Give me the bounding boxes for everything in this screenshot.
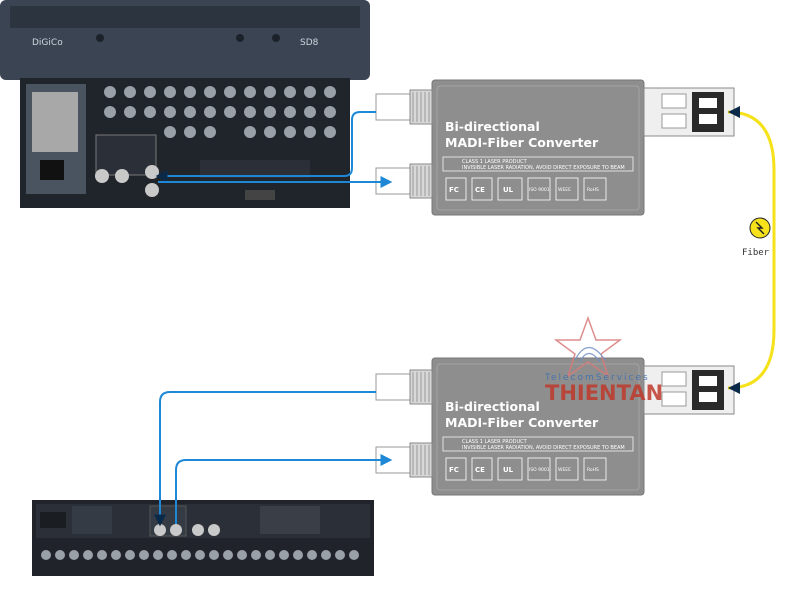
cert-ce-mark-bottom: CE — [475, 466, 485, 474]
console-brand-left: DiGiCo — [32, 38, 63, 48]
converter-top-bnc-upper — [375, 89, 433, 125]
cert-ce-mark: CE — [475, 186, 485, 194]
cert-weee-mark: WEEE — [558, 187, 571, 193]
cert-rohs-mark: RoHS — [587, 187, 599, 193]
converter-top: Bi-directional MADI-Fiber Converter CLAS… — [375, 79, 735, 216]
converter-bottom-warning-line1: CLASS 1 LASER PRODUCT — [462, 439, 528, 445]
console-bnc-ports — [95, 165, 159, 197]
cert-ul-mark-bottom: UL — [503, 466, 514, 474]
madi-cables-bottom — [154, 391, 393, 527]
converter-top-warning-line2: INVISIBLE LASER RADIATION, AVOID DIRECT … — [462, 165, 625, 171]
watermark-big-text: THIENTAN — [545, 381, 663, 405]
cert-iso-mark: ISO 9001 — [529, 187, 550, 193]
converter-bottom-fiber-port — [643, 365, 735, 415]
converter-top-warning-line1: CLASS 1 LASER PRODUCT — [462, 159, 528, 165]
converter-top-title-line1: Bi-directional — [445, 119, 540, 134]
converter-top-title-line2: MADI-Fiber Converter — [445, 135, 599, 150]
watermark-small-text: TelecomServices — [544, 373, 650, 383]
cert-fc-mark-bottom: FC — [449, 466, 459, 474]
rack-xlr-row — [41, 550, 359, 560]
thientan-watermark: TelecomServices THIENTAN — [544, 315, 663, 405]
xlr-connector-grid — [104, 86, 336, 138]
console-brand-right: SD8 — [300, 38, 319, 48]
fiber-arrow-bottom-icon — [728, 382, 740, 394]
cert-iso-mark-bottom: ISO 9001 — [529, 467, 550, 473]
rack-bnc-ports — [154, 524, 220, 536]
cert-fc-mark: FC — [449, 186, 459, 194]
stage-rack — [32, 500, 374, 576]
watermark-star-icon — [553, 315, 623, 378]
fiber-arrow-top-icon — [728, 106, 740, 118]
converter-bottom-title-line1: Bi-directional — [445, 399, 540, 414]
fiber-label: Fiber — [742, 248, 770, 258]
converter-bottom-warning-line2: INVISIBLE LASER RADIATION, AVOID DIRECT … — [462, 445, 625, 451]
cert-weee-mark-bottom: WEEE — [558, 467, 571, 473]
cert-rohs-mark-bottom: RoHS — [587, 467, 599, 473]
digico-console: DiGiCo SD8 — [0, 0, 370, 208]
converter-bottom-title-line2: MADI-Fiber Converter — [445, 415, 599, 430]
fiber-link: Fiber — [727, 106, 776, 394]
converter-bottom-bnc-upper — [375, 369, 433, 405]
cert-ul-mark: UL — [503, 186, 514, 194]
madi-cables-top — [155, 111, 393, 188]
converter-top-fiber-port — [643, 87, 735, 137]
